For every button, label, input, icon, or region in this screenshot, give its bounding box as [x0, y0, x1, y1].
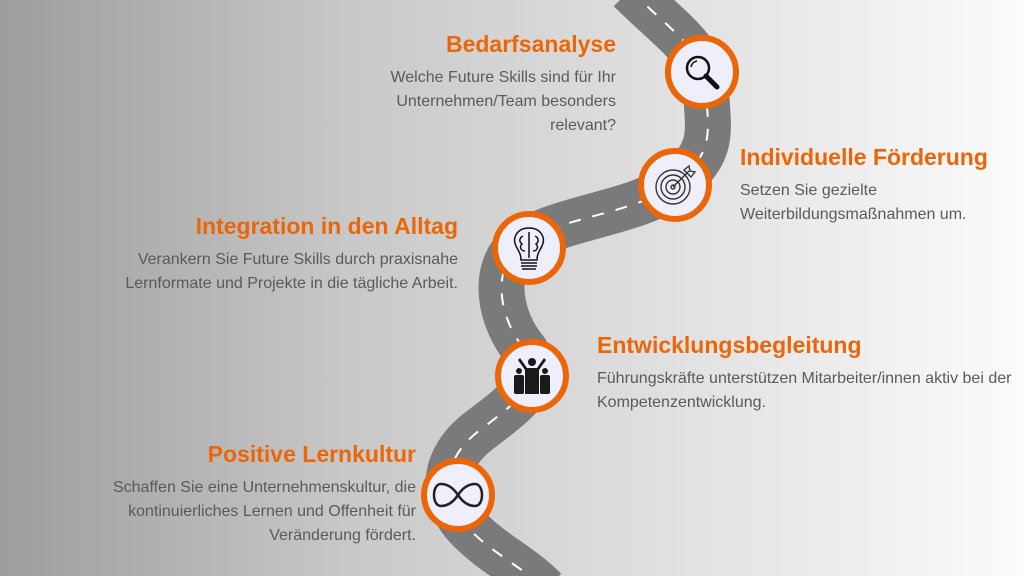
- step-description: Setzen Sie gezielte Weiterbildungsmaßnah…: [740, 182, 967, 223]
- step-description: Welche Future Skills sind für Ihr Untern…: [390, 69, 616, 134]
- step-bedarfsanalyse: Bedarfsanalyse Welche Future Skills sind…: [256, 30, 616, 138]
- brain-bulb-icon: [492, 211, 566, 285]
- step-title: Individuelle Förderung: [740, 144, 988, 170]
- step-title: Positive Lernkultur: [207, 441, 416, 467]
- step-description: Verankern Sie Future Skills durch praxis…: [125, 251, 458, 292]
- step-title: Entwicklungsbegleitung: [597, 332, 862, 358]
- step-individuelle-foerderung: Individuelle Förderung Setzen Sie geziel…: [740, 143, 1020, 227]
- step-description: Schaffen Sie eine Unternehmenskultur, di…: [112, 479, 416, 544]
- step-title: Bedarfsanalyse: [445, 31, 616, 57]
- step-description: Führungskräfte unterstützen Mitarbeiter/…: [597, 370, 1012, 411]
- step-integration-alltag: Integration in den Alltag Verankern Sie …: [38, 212, 458, 296]
- step-positive-lernkultur: Positive Lernkultur Schaffen Sie eine Un…: [56, 440, 416, 548]
- team-icon: [495, 339, 569, 413]
- magnifier-icon: [665, 35, 739, 109]
- step-entwicklungsbegleitung: Entwicklungsbegleitung Führungskräfte un…: [597, 331, 1017, 415]
- target-icon: [638, 148, 712, 222]
- infinity-icon: [421, 458, 495, 532]
- step-title: Integration in den Alltag: [195, 213, 458, 239]
